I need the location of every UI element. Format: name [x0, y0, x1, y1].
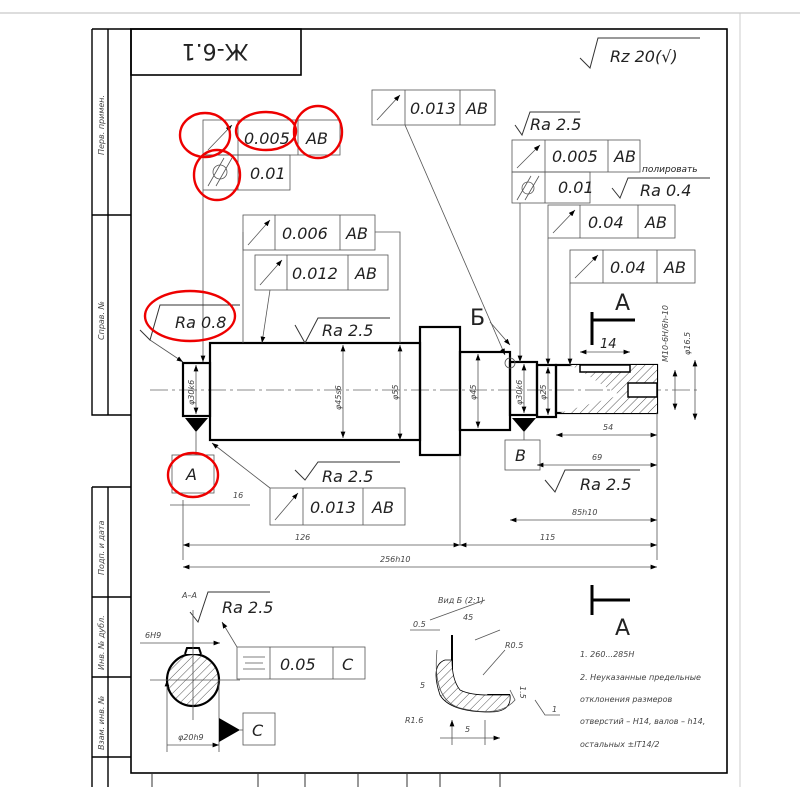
svg-text:Ra 2.5: Ra 2.5 [530, 115, 581, 134]
dim-d-end: φ16.5 [683, 332, 692, 355]
section-a-a: A–A 6H9 φ20h9 C [140, 591, 276, 752]
svg-text:0.006: 0.006 [282, 224, 328, 243]
svg-text:5: 5 [420, 681, 425, 690]
shaft-main-view [150, 325, 700, 457]
svg-text:Инв. № дубл.: Инв. № дубл. [97, 615, 106, 670]
dim-16: 16 [233, 491, 243, 500]
svg-text:0.005: 0.005 [552, 147, 598, 166]
side-strip-labels: Перв. примен. Справ. № Подп. и дата Инв.… [97, 95, 106, 750]
datum-a: A [171, 418, 215, 494]
dim-115: 115 [540, 533, 555, 542]
dim-d-right: φ30k6 [515, 380, 524, 405]
svg-text:AB: AB [305, 129, 328, 148]
svg-text:AB: AB [345, 224, 368, 243]
svg-text:R1.6: R1.6 [405, 716, 423, 725]
svg-text:AB: AB [613, 147, 636, 166]
svg-text:A–A: A–A [181, 591, 197, 600]
dim-d-body: φ45s6 [334, 385, 343, 410]
svg-text:Ra 2.5: Ra 2.5 [222, 598, 273, 617]
svg-text:C: C [252, 721, 264, 740]
dim-54: 54 [603, 423, 613, 432]
svg-text:0.013: 0.013 [410, 99, 456, 118]
svg-text:AB: AB [663, 258, 686, 277]
dim-256: 256h10 [380, 555, 411, 564]
red-markup-circles [143, 104, 344, 499]
dim-126: 126 [295, 533, 310, 542]
dim-d-small: φ25 [539, 385, 548, 400]
dim-69: 69 [592, 453, 602, 462]
svg-text:B: B [515, 446, 526, 465]
svg-text:Ra 2.5: Ra 2.5 [580, 475, 631, 494]
svg-text:Подп. и дата: Подп. и дата [97, 520, 106, 575]
svg-text:φ20h9: φ20h9 [178, 733, 204, 742]
svg-text:6H9: 6H9 [145, 631, 161, 640]
svg-text:0.012: 0.012 [292, 264, 338, 283]
svg-text:45: 45 [463, 613, 473, 622]
dimensions [170, 345, 698, 570]
dim-85: 85h10 [572, 508, 597, 517]
drawing-title: Ж-6.1 [182, 38, 249, 63]
svg-text:отклонения размеров: отклонения размеров [580, 695, 672, 704]
svg-text:Перв. примен.: Перв. примен. [97, 95, 106, 155]
svg-text:1.5: 1.5 [518, 686, 527, 699]
svg-text:Справ. №: Справ. № [97, 301, 106, 340]
svg-text:Взам. инв. №: Взам. инв. № [97, 696, 106, 750]
datum-b: B [504, 418, 541, 471]
svg-text:0.04: 0.04 [588, 213, 624, 232]
svg-text:R0.5: R0.5 [505, 641, 523, 650]
svg-text:Ra 0.8: Ra 0.8 [175, 313, 226, 332]
svg-text:C: C [342, 655, 354, 674]
svg-text:AB: AB [371, 498, 394, 517]
technical-notes: 1. 260...285H 2. Неуказанные предельные … [580, 650, 705, 749]
svg-text:AB: AB [644, 213, 667, 232]
svg-text:A: A [185, 465, 197, 484]
dim-d-step: φ45 [469, 385, 478, 400]
svg-text:AB: AB [465, 99, 488, 118]
svg-text:отверстий – H14, валов – h14,: отверстий – H14, валов – h14, [580, 717, 705, 726]
dim-d-collar: φ55 [391, 385, 400, 400]
svg-text:0.005: 0.005 [244, 129, 290, 148]
svg-text:Ra 0.4: Ra 0.4 [640, 181, 691, 200]
svg-text:0.04: 0.04 [610, 258, 646, 277]
svg-text:Ra 2.5: Ra 2.5 [322, 467, 373, 486]
svg-text:0.013: 0.013 [310, 498, 356, 517]
roughness-marks: Ra 0.8 Ra 2.5 Ra 2.5 Ra 2.5 Ra 0.4 полир… [139, 111, 710, 624]
svg-text:Ra 2.5: Ra 2.5 [322, 321, 373, 340]
svg-text:0.01: 0.01 [558, 178, 594, 197]
tolerance-frames: 0.005 AB 0.01 0.006 AB 0.012 AB 0.013 AB… [200, 89, 696, 680]
view-b-detail: Вид Б (2:1) 0.5 45 R0.5 5 R1.6 5 1.5 1 [405, 596, 560, 745]
svg-text:остальных ±IT14/2: остальных ±IT14/2 [580, 740, 659, 749]
svg-text:1: 1 [552, 705, 557, 714]
section-label-top: A [615, 291, 630, 316]
view-label-b: Б [470, 306, 485, 331]
svg-text:0.5: 0.5 [413, 620, 426, 629]
dim-key-len: 14 [600, 337, 617, 352]
svg-text:5: 5 [465, 725, 470, 734]
drawing-frame [91, 28, 728, 787]
svg-text:2. Неуказанные предельные: 2. Неуказанные предельные [580, 673, 701, 682]
svg-text:0.05: 0.05 [280, 655, 316, 674]
svg-text:Вид Б (2:1): Вид Б (2:1) [438, 596, 484, 605]
svg-text:AB: AB [354, 264, 377, 283]
dim-d-left: φ30k6 [187, 380, 196, 405]
polish-note: полировать [642, 165, 698, 175]
section-label-bottom: A [615, 616, 630, 641]
general-roughness: Rz 20(√) [610, 47, 678, 66]
dim-thread: M10-6H/6h-10 [661, 305, 670, 362]
svg-text:0.01: 0.01 [250, 164, 286, 183]
svg-text:1. 260...285H: 1. 260...285H [580, 650, 634, 659]
